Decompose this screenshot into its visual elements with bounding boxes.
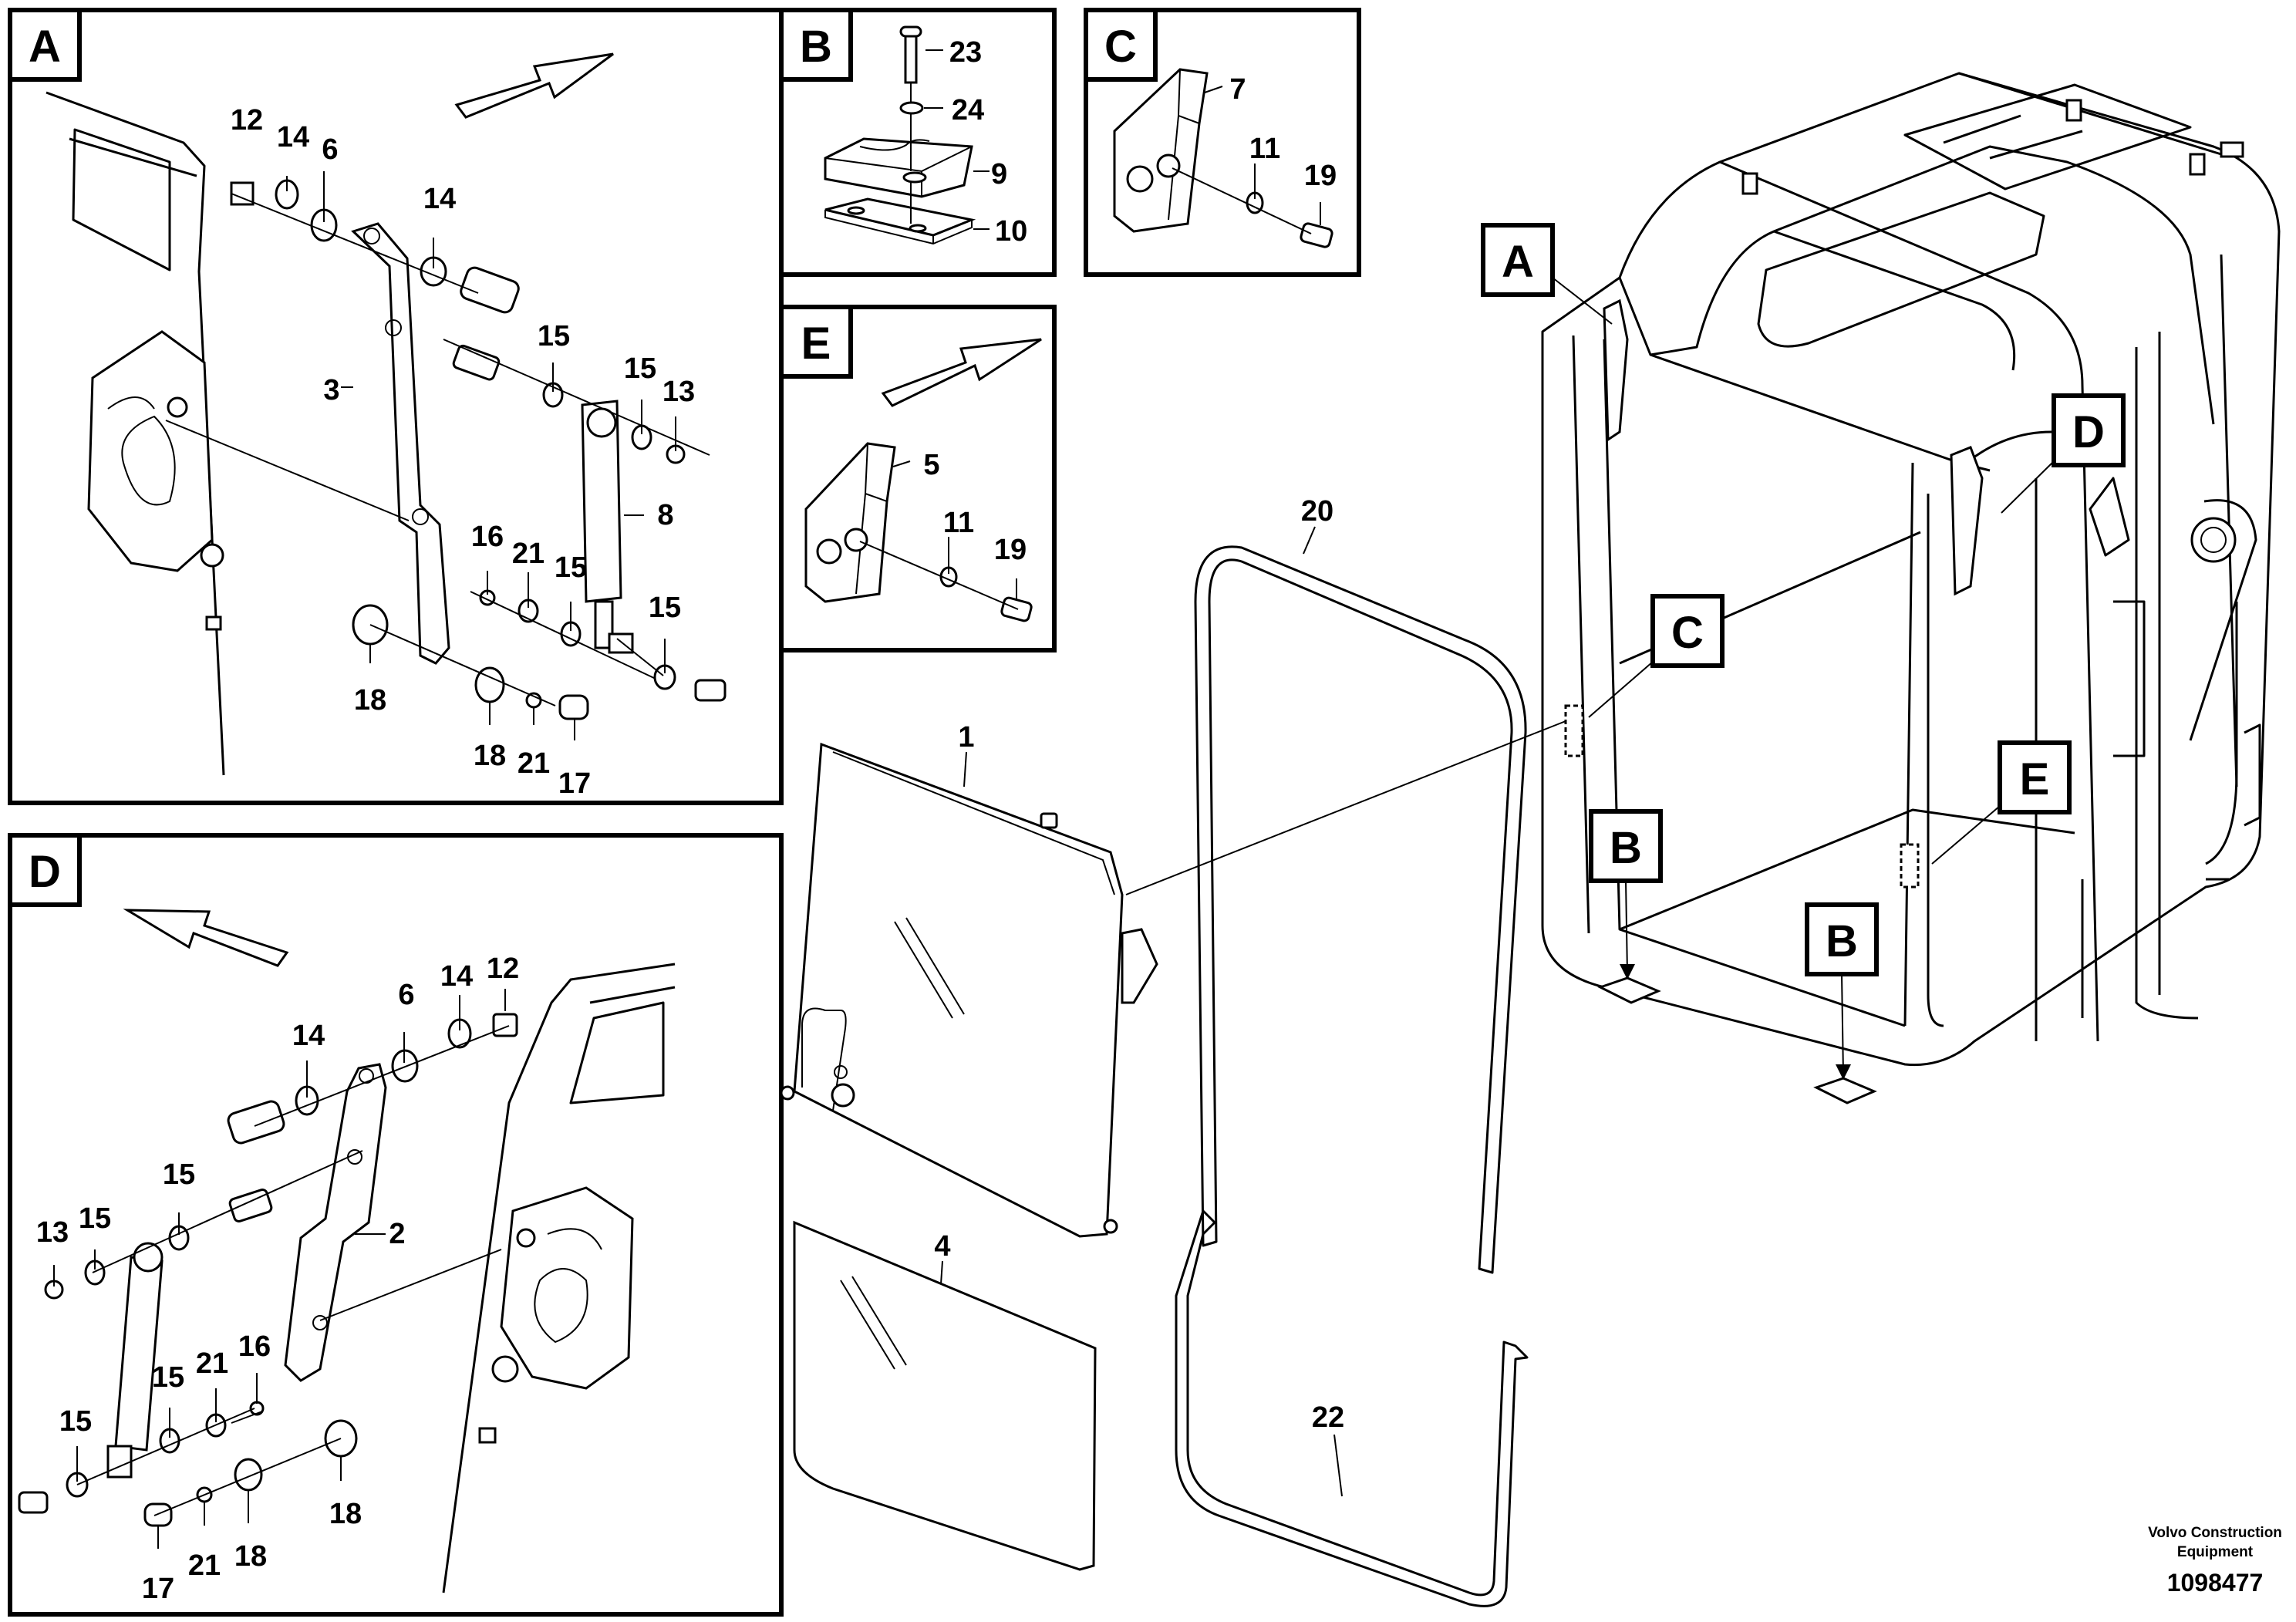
callout-label: 22 (1312, 1401, 1344, 1434)
footer-branding: Volvo Construction Equipment 1098477 (2148, 1525, 2282, 1597)
callout-label: 20 (1301, 495, 1333, 528)
link-arm-2 (284, 1063, 387, 1382)
callout-label: 11 (1249, 133, 1280, 165)
callout-label: 10 (995, 215, 1027, 248)
callout-label: 21 (196, 1347, 228, 1380)
callout-label: 8 (657, 499, 673, 531)
callout-label: 14 (440, 960, 473, 993)
direction-arrow-icon (454, 52, 614, 119)
detail-panel-e: E (779, 305, 1057, 653)
callout-label: 15 (649, 592, 681, 624)
gas-strut (114, 1256, 164, 1452)
panel-c-label: C (1104, 22, 1137, 72)
direction-arrow-icon (123, 909, 289, 967)
callout-label: 18 (474, 740, 506, 772)
brand-line-1: Volvo Construction (2148, 1525, 2282, 1541)
callout-label: 15 (624, 352, 656, 385)
callout-label: 14 (292, 1020, 325, 1052)
link-arm-3 (351, 222, 450, 665)
panel-e-label: E (801, 319, 831, 369)
detail-panel-d: D (8, 833, 784, 1617)
door-window-pane-1 (793, 742, 1124, 1238)
callout-label: 16 (238, 1330, 271, 1363)
callout-label: 17 (142, 1573, 174, 1605)
brand-line-2: Equipment (2177, 1544, 2254, 1560)
callout-label: 19 (1304, 160, 1337, 192)
callout-label: 24 (952, 94, 984, 126)
detail-panel-b: B (779, 8, 1057, 277)
gas-strut-8 (581, 400, 622, 603)
document-number: 1098477 (2167, 1569, 2264, 1597)
reference-marker-a: A (1481, 223, 1613, 325)
callout-label: 17 (558, 767, 591, 800)
callout-label: 18 (329, 1498, 362, 1530)
callout-label: 15 (79, 1202, 111, 1235)
callout-label: 15 (555, 551, 587, 584)
callout-label: 3 (323, 374, 339, 406)
reference-marker-c: C (1588, 594, 1725, 718)
svg-text:C: C (1671, 608, 1704, 658)
callout-label: 14 (423, 183, 456, 215)
svg-text:D: D (2072, 407, 2105, 457)
panel-b-label: B (800, 22, 832, 72)
callout-label: 23 (949, 36, 982, 69)
callout-label: 21 (518, 747, 550, 780)
callout-label: 12 (231, 104, 263, 137)
panel-d-label: D (29, 847, 61, 897)
panel-a-label: A (29, 22, 61, 72)
reference-marker-d: D (2001, 393, 2126, 514)
callout-label: 9 (991, 158, 1007, 191)
callout-label: 6 (398, 979, 414, 1011)
detail-panel-a: A (8, 8, 784, 805)
main-assembly-view: A B B C D E (780, 72, 2281, 1607)
callout-label: 14 (277, 121, 309, 153)
svg-text:E: E (2020, 754, 2050, 804)
callout-label: 13 (663, 376, 695, 408)
callout-label: 2 (389, 1218, 405, 1250)
cab-frame (1541, 72, 2281, 1104)
nut-12 (492, 1013, 518, 1037)
callout-label: 15 (163, 1158, 195, 1191)
callout-label: 6 (322, 133, 338, 166)
callout-label: 15 (538, 320, 570, 352)
callout-label: 18 (354, 684, 386, 717)
window-seal-22 (1175, 1209, 1529, 1607)
callout-label: 4 (934, 1230, 950, 1263)
callout-label: 21 (188, 1549, 221, 1582)
hinge-bracket (500, 1186, 634, 1390)
callout-label: 11 (943, 507, 974, 539)
reference-marker-b-right: B (1805, 902, 1879, 1080)
callout-label: 15 (152, 1361, 184, 1394)
callout-label: 5 (923, 449, 939, 481)
cab-frame-outline (442, 963, 676, 1593)
lower-window-pane-4 (793, 1220, 1097, 1571)
direction-arrow-icon (881, 338, 1042, 407)
reference-marker-e: E (1931, 740, 2072, 865)
svg-text:B: B (1826, 916, 1858, 966)
part-callouts: 12 14 6 14 3 15 15 13 8 16 21 15 15 18 1… (36, 36, 1344, 1605)
hinge-bracket (87, 330, 214, 572)
svg-text:A: A (1502, 237, 1534, 287)
callout-label: 16 (471, 521, 504, 553)
callout-label: 18 (234, 1540, 267, 1573)
svg-text:B: B (1610, 823, 1642, 873)
callout-label: 19 (994, 534, 1027, 566)
callout-label: 21 (512, 538, 544, 570)
callout-label: 12 (487, 953, 519, 985)
callout-label: 1 (958, 721, 974, 754)
detail-panel-c: C (1084, 8, 1361, 277)
callout-label: 13 (36, 1216, 69, 1249)
reference-marker-b-left: B (1589, 809, 1663, 980)
window-seal-20 (1194, 545, 1527, 1274)
callout-label: 7 (1229, 73, 1246, 106)
callout-label: 15 (59, 1405, 92, 1438)
